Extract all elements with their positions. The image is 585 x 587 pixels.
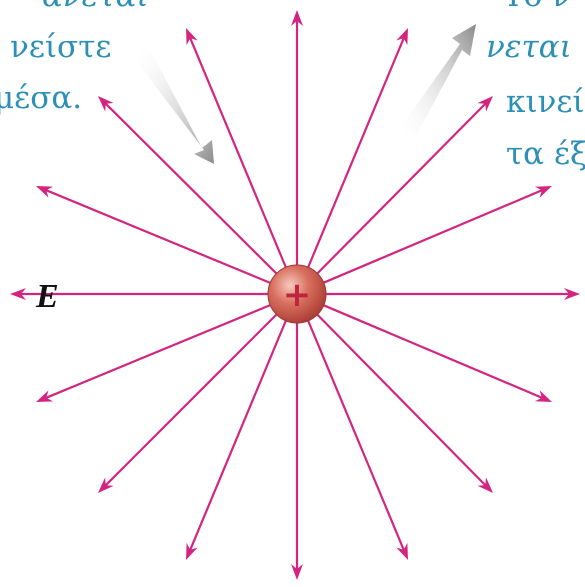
right-caption-line-3: κινεί <box>506 84 585 120</box>
field-line <box>307 36 406 268</box>
field-line-arrowhead <box>186 28 198 46</box>
field-lines <box>10 10 580 580</box>
field-line <box>323 304 544 400</box>
field-line <box>323 188 544 284</box>
field-line <box>104 102 278 275</box>
left-caption-line-2: νείστε <box>10 29 111 65</box>
field-line <box>188 36 287 268</box>
field-line <box>188 320 287 552</box>
field-line-arrowhead <box>98 477 114 493</box>
field-line <box>44 304 271 400</box>
field-line <box>44 188 271 284</box>
inward-motion-arrow <box>134 46 214 164</box>
field-line-arrowhead <box>36 186 54 198</box>
field-label: E <box>35 278 59 315</box>
field-line-arrowhead <box>477 96 493 112</box>
field-line-arrowhead <box>98 96 114 112</box>
field-line-arrowhead <box>396 542 408 560</box>
outward-motion-arrow <box>400 24 476 140</box>
field-line-arrowhead <box>564 288 580 300</box>
field-line-arrowhead <box>291 564 303 580</box>
field-line <box>316 102 487 275</box>
left-caption-line-1: ανεται <box>42 0 149 14</box>
field-line-arrowhead <box>396 28 408 46</box>
right-caption-line-2: νεται <box>486 29 572 65</box>
left-caption-line-3: μέσα. <box>0 80 82 116</box>
charge-sign: + <box>283 275 312 315</box>
field-line <box>307 320 406 552</box>
field-line-arrowhead <box>534 186 552 198</box>
field-line-arrowhead <box>534 390 552 402</box>
right-caption-line-1: Το ν <box>503 0 571 14</box>
right-caption-line-4: τα έξ <box>506 136 585 172</box>
right-caption: Το ν νεται κινεί τα έξ <box>486 0 585 172</box>
positive-charge: + <box>267 264 327 324</box>
field-line-arrowhead <box>186 542 198 560</box>
field-line-arrowhead <box>477 477 493 493</box>
left-caption: ανεται νείστε μέσα. <box>0 0 149 116</box>
field-line <box>104 313 278 487</box>
field-line <box>316 313 487 487</box>
field-line-arrowhead <box>10 288 26 300</box>
field-line-arrowhead <box>36 390 54 402</box>
field-line-arrowhead <box>291 10 303 26</box>
